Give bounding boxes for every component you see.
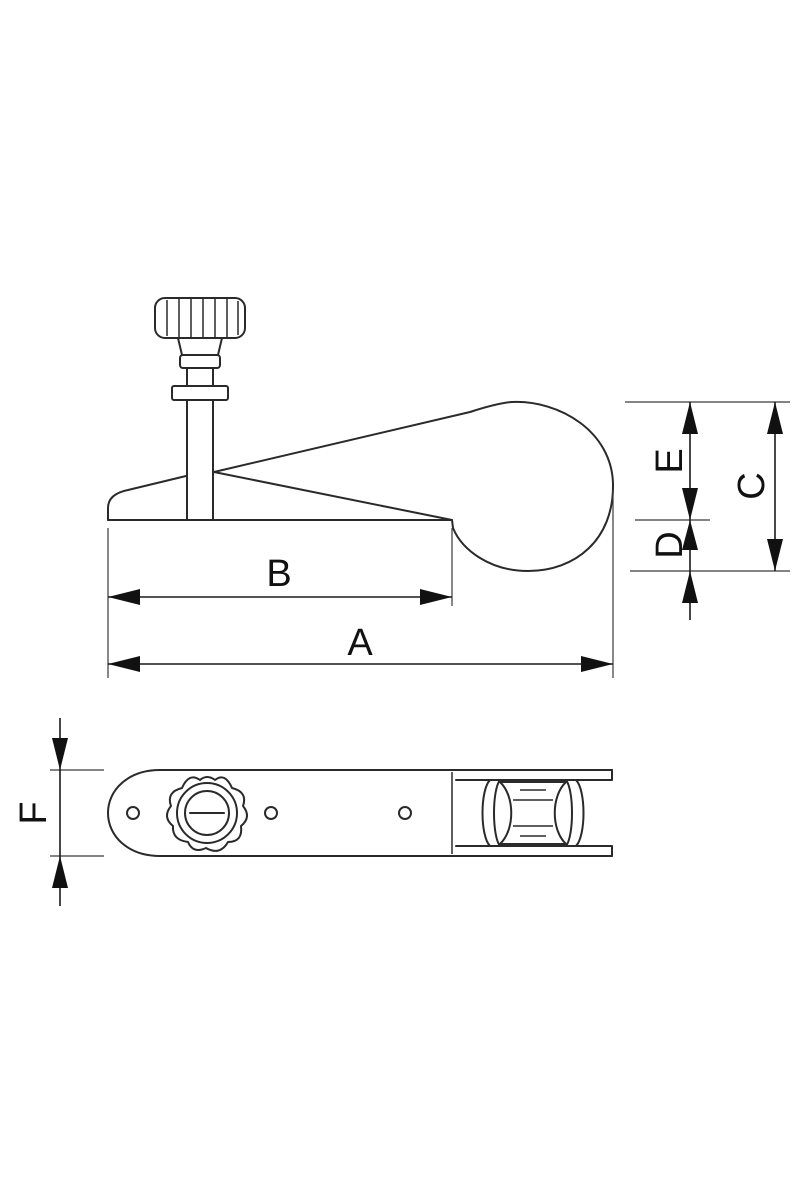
label-f: F [13, 801, 55, 824]
label-b: B [266, 553, 291, 595]
arrow-f-bottom [52, 856, 68, 888]
arrow-e-top [682, 402, 698, 434]
knob-stem [177, 337, 223, 356]
mounting-hole [264, 806, 278, 820]
extension-lines-f [50, 769, 104, 857]
knurled-knob [154, 297, 246, 339]
pin-neck [186, 367, 214, 387]
side-view-dimensions: A B C E D [107, 401, 790, 678]
arrow-a-left [108, 656, 140, 672]
knob-knurl-lines [166, 299, 239, 337]
roller-hourglass-body [499, 781, 567, 845]
arrow-e-bottom [682, 488, 698, 520]
arrow-f-top [52, 738, 68, 770]
top-view-dimensions: F [13, 718, 104, 906]
pin-collar [171, 385, 229, 401]
extension-lines [107, 401, 790, 678]
bow-roller-body-outline [107, 400, 615, 572]
knob-top-outer-ring [176, 782, 238, 844]
pin-neck-ring [179, 354, 221, 369]
top-view [107, 769, 613, 857]
mounting-hole [398, 806, 412, 820]
arrow-a-right [581, 656, 613, 672]
arrow-b-left [108, 589, 140, 605]
arrow-c-top [767, 402, 783, 434]
mounting-hole [126, 806, 140, 820]
arrow-d-bottom [682, 571, 698, 603]
arrow-b-right [420, 589, 452, 605]
plate-end [455, 769, 613, 857]
label-e: E [649, 448, 691, 473]
arrow-d-top [682, 520, 698, 550]
roller-left-flange [481, 779, 501, 847]
knob-top-scalloped-edge [166, 776, 248, 852]
arrow-c-bottom [767, 539, 783, 571]
pin-stem [186, 399, 214, 521]
plate-outline [107, 769, 613, 857]
label-a: A [347, 622, 373, 664]
label-c: C [731, 472, 773, 499]
roller-hub [513, 789, 553, 837]
roller-right-flange [565, 779, 585, 847]
side-view [107, 297, 615, 572]
label-d: D [649, 531, 691, 558]
knob-top-inner-ring [184, 790, 230, 836]
